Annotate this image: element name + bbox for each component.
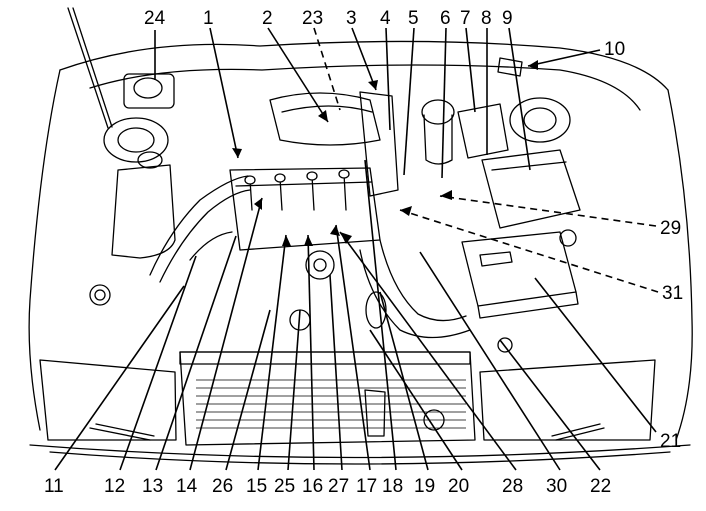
callout-7: 7 — [460, 8, 471, 29]
callout-25: 25 — [274, 476, 295, 497]
callout-26: 26 — [212, 476, 233, 497]
leader-lines — [54, 27, 659, 471]
callout-23: 23 — [302, 8, 323, 29]
callout-10: 10 — [604, 39, 625, 60]
callout-17: 17 — [356, 476, 377, 497]
callout-5: 5 — [408, 8, 419, 29]
callout-labels: 24 1 2 23 3 4 5 6 7 8 9 10 29 31 21 11 1… — [44, 8, 683, 497]
callout-18: 18 — [382, 476, 403, 497]
callout-22: 22 — [590, 476, 611, 497]
callout-9: 9 — [502, 8, 513, 29]
callout-2: 2 — [262, 8, 273, 29]
callout-13: 13 — [142, 476, 163, 497]
callout-24: 24 — [144, 8, 166, 29]
callout-15: 15 — [246, 476, 267, 497]
leader-arrowheads — [232, 60, 538, 246]
callout-30: 30 — [546, 476, 567, 497]
engine-bay-line-art — [28, 7, 693, 465]
callout-11: 11 — [44, 476, 64, 497]
callout-20: 20 — [448, 476, 469, 497]
callout-3: 3 — [346, 8, 357, 29]
callout-4: 4 — [380, 8, 391, 29]
callout-14: 14 — [176, 476, 198, 497]
callout-1: 1 — [203, 8, 214, 29]
callout-21: 21 — [660, 431, 681, 452]
callout-16: 16 — [302, 476, 323, 497]
callout-12: 12 — [104, 476, 125, 497]
callout-28: 28 — [502, 476, 523, 497]
callout-6: 6 — [440, 8, 451, 29]
callout-31: 31 — [662, 283, 683, 304]
callout-29: 29 — [660, 218, 681, 239]
callout-19: 19 — [414, 476, 435, 497]
radiator-fins — [196, 379, 466, 429]
callout-27: 27 — [328, 476, 349, 497]
callout-8: 8 — [481, 8, 492, 29]
